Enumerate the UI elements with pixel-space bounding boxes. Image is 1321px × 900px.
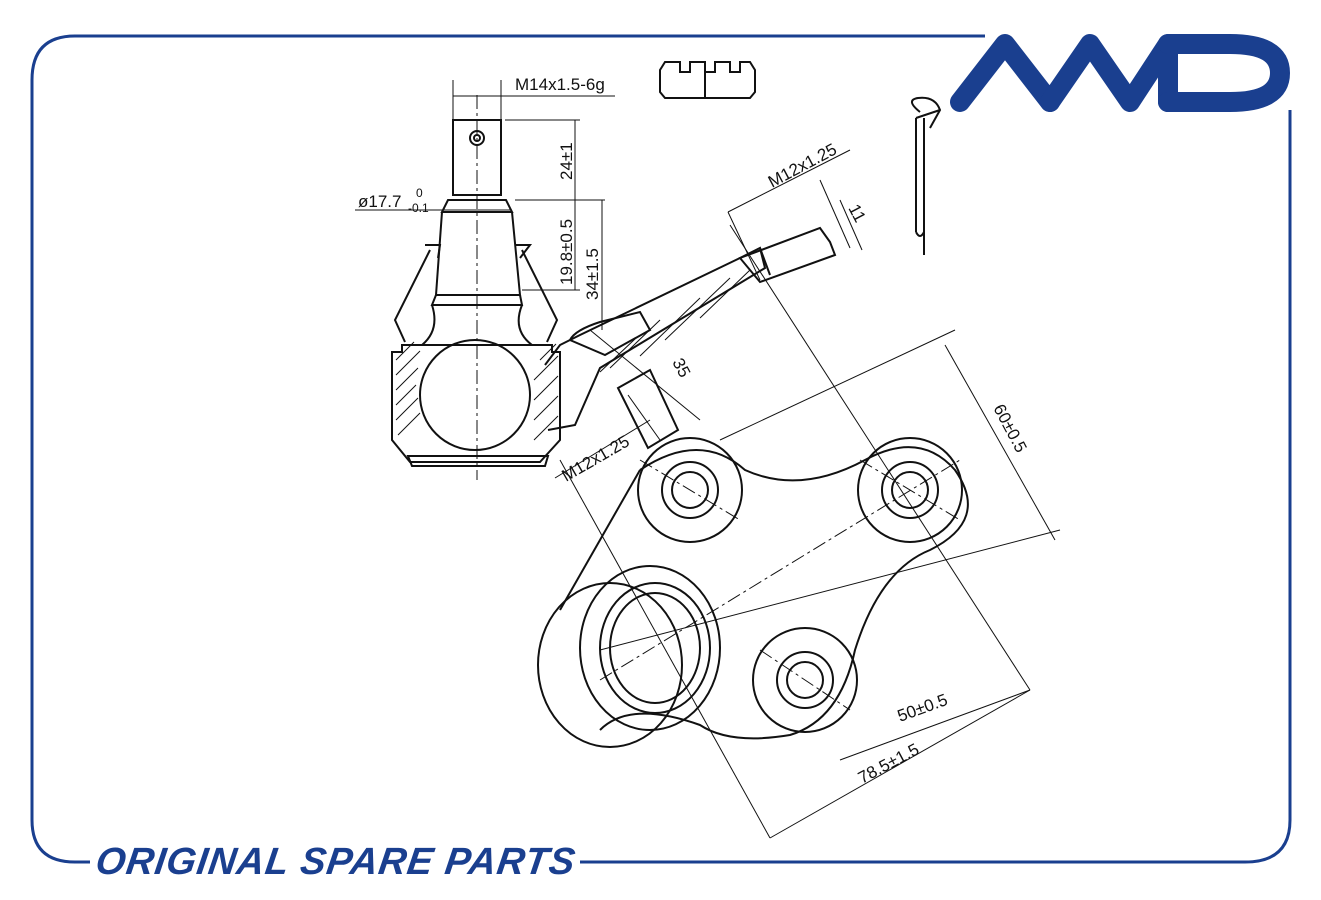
dim-height-a: 19.8±0.5 [557, 219, 576, 285]
dim-thread-side: M12x1.25 [559, 432, 633, 486]
dim-stud-diameter: ø17.7 [358, 192, 401, 211]
dim-stud-diameter-lower: -0.1 [408, 201, 429, 215]
plate-view [537, 224, 1061, 839]
dim-thread-top: M14x1.5-6g [515, 75, 605, 94]
dim-overall-785: 78.5±1.5 [855, 740, 922, 788]
dim-stud-length: 24±1 [557, 142, 576, 180]
dim-hole-60: 60±0.5 [989, 401, 1030, 456]
footer-slogan: ORIGINAL SPARE PARTS [93, 841, 579, 883]
dim-arm-offset: 35 [668, 355, 694, 381]
dim-thread-arm: M12x1.25 [765, 140, 840, 192]
frame-border [30, 34, 1292, 864]
dim-arm-tip: 11 [844, 201, 869, 226]
amd-logo-icon [950, 34, 1290, 112]
dim-hole-50: 50±0.5 [895, 690, 950, 726]
side-view [355, 80, 615, 480]
dimension-labels: M14x1.5-6g 24±1 ø17.7 0 -0.1 19.8±0.5 34… [358, 75, 1031, 788]
dim-stud-diameter-upper: 0 [416, 186, 423, 200]
arm-view [544, 149, 863, 479]
castle-nut-icon [659, 61, 756, 99]
dim-height-b: 34±1.5 [583, 248, 602, 300]
cotter-pin-icon [911, 96, 942, 255]
